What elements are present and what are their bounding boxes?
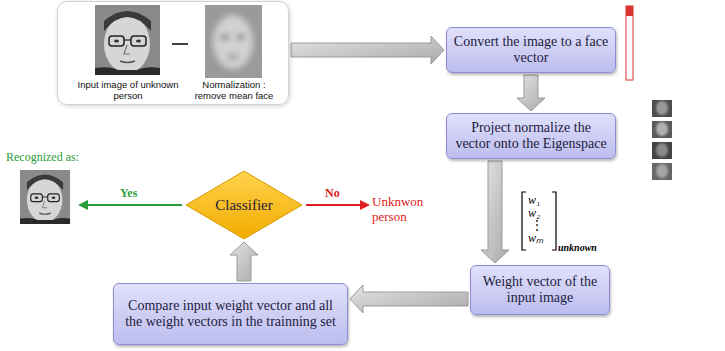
eigenfaces [652, 100, 672, 180]
block-arrow [291, 36, 444, 64]
process-box: Compare input weight vector and all the … [113, 283, 348, 345]
eigenface-shade [656, 101, 668, 115]
yes-arrow-line [86, 204, 182, 206]
block-arrow [517, 75, 545, 111]
minus-sign [172, 43, 188, 45]
matrix-bracket [522, 192, 526, 250]
node-text: Classifier [215, 197, 273, 214]
diamond-shape [186, 171, 302, 239]
mean-face-skin [213, 15, 253, 69]
eigenface-shade [656, 122, 668, 136]
eigenface [652, 100, 672, 117]
mean-face-eye [237, 35, 245, 40]
result-label: Recognized as: [6, 150, 116, 164]
eigenface [652, 163, 672, 180]
process-box: Project normalize the vector onto the Ei… [446, 113, 616, 159]
vector-entry: wₘ [528, 232, 552, 244]
input-face-photo [95, 5, 160, 75]
yes-arrow-head [78, 200, 88, 210]
node-text: Project normalize the vector onto the Ei… [453, 120, 609, 152]
face-vector-bar [626, 6, 633, 80]
matrix-bracket [552, 192, 556, 250]
result-label: Unknwon person [372, 194, 444, 224]
recognized-face-photo [20, 170, 70, 224]
face-vector-top [626, 6, 633, 16]
block-arrow [350, 285, 468, 313]
eigenface [652, 142, 672, 159]
no-arrow-line [306, 204, 362, 206]
mean-face [213, 15, 253, 69]
image-panel: Input image of unknown personNormalizati… [57, 1, 289, 105]
node-text: Compare input weight vector and all the … [120, 298, 341, 330]
block-arrow [230, 242, 258, 281]
branch-label: No [325, 186, 355, 200]
vector-subscript: unknown [558, 242, 618, 253]
mean-face-eye [221, 35, 229, 40]
mean-face-background [205, 5, 262, 78]
branch-label: Yes [120, 186, 160, 200]
no-arrow-head [360, 200, 370, 210]
block-arrow [481, 161, 509, 263]
mean-face-mouth [227, 55, 239, 59]
node-text: Convert the image to a face vector [453, 34, 609, 66]
decision-diamond: Classifier [185, 170, 303, 240]
image-caption: Normalization : remove mean face [188, 79, 280, 101]
eigenface [652, 121, 672, 138]
eigenface-shade [656, 164, 668, 178]
vector-entry: ⋮ [531, 219, 551, 231]
vector-entry: w₁ [528, 194, 552, 206]
process-box: Convert the image to a face vector [446, 27, 616, 73]
vector-entry: w₂ [528, 207, 552, 219]
process-box: Weight vector of the input image [470, 265, 610, 315]
node-text: Weight vector of the input image [477, 274, 603, 306]
image-caption: Input image of unknown person [72, 79, 184, 101]
eigenface-shade [656, 143, 668, 157]
